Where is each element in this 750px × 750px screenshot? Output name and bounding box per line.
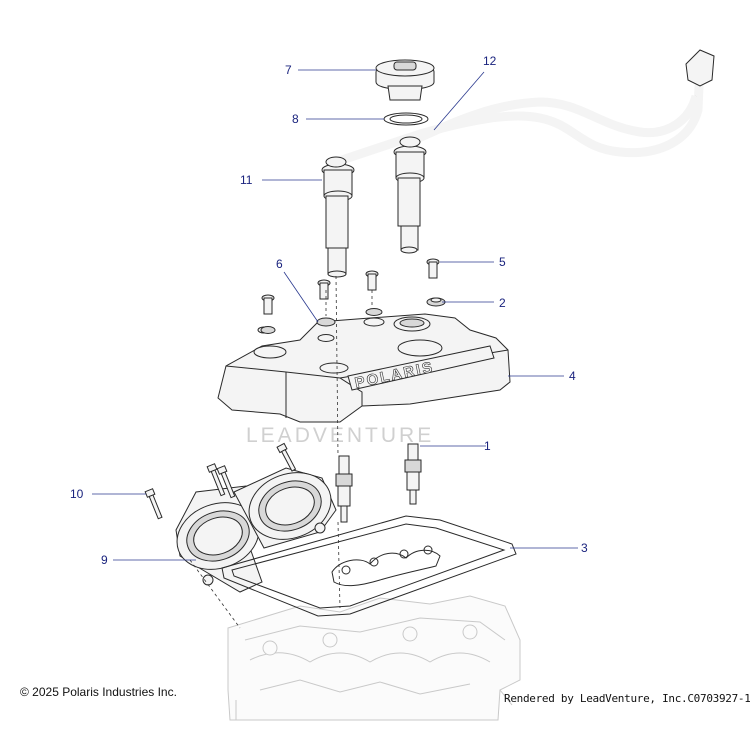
callout-6[interactable]: 6 bbox=[276, 257, 283, 271]
copyright-text: © 2025 Polaris Industries Inc. bbox=[20, 685, 177, 699]
leader-lines bbox=[92, 69, 578, 561]
callout-10[interactable]: 10 bbox=[70, 487, 84, 501]
rendered-by-text: Rendered by LeadVenture, Inc.C0703927-11 bbox=[504, 692, 750, 705]
screw-c bbox=[365, 270, 379, 291]
callout-1[interactable]: 1 bbox=[484, 439, 491, 453]
callout-12[interactable]: 12 bbox=[483, 54, 497, 68]
callout-7[interactable]: 7 bbox=[285, 63, 292, 77]
ignition-coil-2 bbox=[393, 145, 427, 254]
callout-5[interactable]: 5 bbox=[499, 255, 506, 269]
screw-d bbox=[426, 258, 440, 279]
callout-labels: 1 2 3 4 5 6 7 8 9 10 11 12 bbox=[70, 54, 588, 567]
callout-8[interactable]: 8 bbox=[292, 112, 299, 126]
callout-2[interactable]: 2 bbox=[499, 296, 506, 310]
callout-11[interactable]: 11 bbox=[240, 173, 253, 187]
screw-a bbox=[261, 294, 275, 315]
oil-filler-cap bbox=[375, 59, 435, 101]
alignment-dashes bbox=[189, 275, 373, 629]
intake-boots bbox=[175, 467, 337, 593]
watermark-text: LEADVENTURE bbox=[246, 424, 434, 447]
spark-plug-1 bbox=[335, 455, 353, 523]
oil-cap-o-ring bbox=[383, 112, 429, 126]
spark-plug-2 bbox=[404, 443, 422, 505]
callout-3[interactable]: 3 bbox=[581, 541, 588, 555]
callout-4[interactable]: 4 bbox=[569, 369, 576, 383]
ignition-coil-1 bbox=[321, 163, 355, 278]
engine-head-ghost bbox=[227, 595, 521, 721]
cover-screws bbox=[261, 258, 440, 315]
callout-9[interactable]: 9 bbox=[101, 553, 108, 567]
grommets bbox=[260, 297, 446, 342]
intake-bolts bbox=[144, 442, 297, 520]
screw-b bbox=[317, 279, 331, 300]
valve-cover-gasket bbox=[221, 515, 517, 617]
valve-cover: POLARIS bbox=[217, 313, 511, 423]
coil-wire-harness bbox=[325, 49, 715, 168]
